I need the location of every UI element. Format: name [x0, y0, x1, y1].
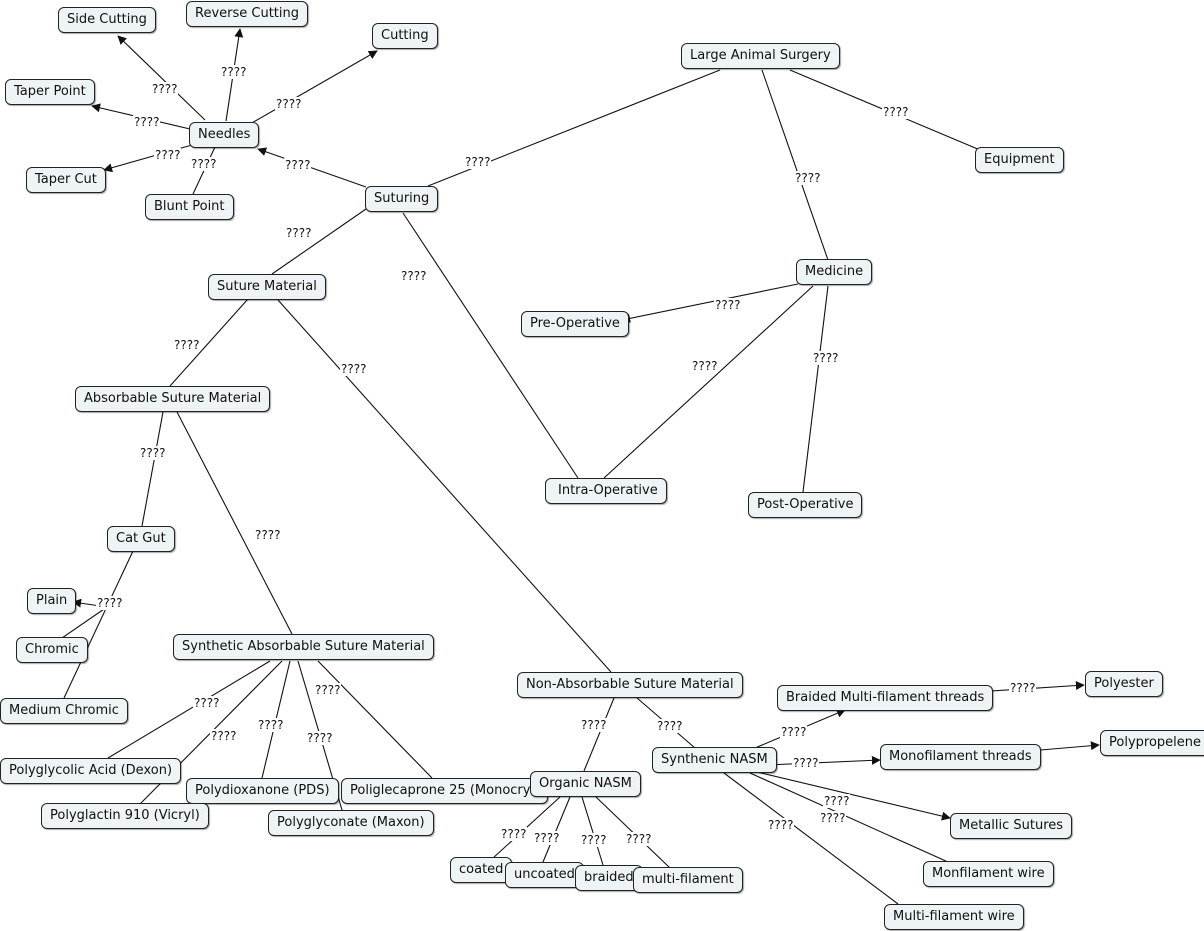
node-chromic[interactable]: Chromic [16, 637, 88, 663]
node-taper-cut[interactable]: Taper Cut [26, 167, 106, 193]
link-label: ???? [823, 794, 851, 808]
link-label: ???? [882, 105, 910, 119]
node-synthetic-absorbable-suture-material[interactable]: Synthetic Absorbable Suture Material [173, 634, 434, 660]
node-pre-operative[interactable]: Pre-Operative [521, 311, 629, 337]
node-suture-material[interactable]: Suture Material [208, 274, 326, 300]
node-plain[interactable]: Plain [27, 588, 77, 614]
link-label: ???? [254, 528, 282, 542]
node-non-absorbable-suture-material[interactable]: Non-Absorbable Suture Material [517, 672, 743, 698]
node-cat-gut[interactable]: Cat Gut [107, 526, 175, 552]
node-medium-chromic[interactable]: Medium Chromic [0, 698, 128, 724]
node-needles[interactable]: Needles [189, 122, 260, 148]
node-medicine[interactable]: Medicine [796, 259, 873, 285]
link-label: ???? [691, 359, 719, 373]
link-label: ???? [794, 171, 822, 185]
node-side-cutting[interactable]: Side Cutting [58, 7, 156, 33]
link-label: ???? [220, 65, 248, 79]
link-label: ???? [340, 362, 368, 376]
node-polyglyconate[interactable]: Polyglyconate (Maxon) [268, 810, 434, 836]
link-label: ???? [151, 82, 179, 96]
link-label: ???? [714, 298, 742, 312]
link-label: ???? [819, 811, 847, 825]
node-taper-point[interactable]: Taper Point [5, 79, 95, 105]
node-monfilament-wire[interactable]: Monfilament wire [923, 861, 1054, 887]
link-label: ???? [625, 832, 653, 846]
node-monofilament-threads[interactable]: Monofilament threads [880, 744, 1041, 770]
link-label: ???? [96, 596, 124, 610]
link-label: ???? [133, 115, 161, 129]
link-label: ???? [780, 725, 808, 739]
node-metallic-sutures[interactable]: Metallic Sutures [950, 813, 1073, 839]
node-uncoated[interactable]: uncoated [505, 862, 584, 888]
link-label: ???? [154, 148, 182, 162]
node-organic-nasm[interactable]: Organic NASM [530, 771, 641, 797]
node-suturing[interactable]: Suturing [365, 186, 439, 212]
link-label: ???? [190, 157, 218, 171]
link-label: ???? [400, 269, 428, 283]
node-braided-multi-filament-threads[interactable]: Braided Multi-filament threads [777, 685, 994, 711]
link-label: ???? [656, 719, 684, 733]
link-label: ???? [792, 756, 820, 770]
link-label: ???? [580, 833, 608, 847]
node-polyglactin[interactable]: Polyglactin 910 (Vicryl) [41, 803, 209, 829]
node-blunt-point[interactable]: Blunt Point [145, 194, 234, 220]
node-polydioxanone[interactable]: Polydioxanone (PDS) [186, 778, 339, 804]
link-label: ???? [580, 718, 608, 732]
node-braided[interactable]: braided [575, 865, 643, 891]
link-label: ???? [257, 718, 285, 732]
link-label: ???? [173, 338, 201, 352]
link-label: ???? [284, 158, 312, 172]
link-label: ???? [812, 351, 840, 365]
link-label: ???? [139, 446, 167, 460]
node-multi-filament[interactable]: multi-filament [633, 867, 743, 893]
node-equipment[interactable]: Equipment [975, 147, 1064, 173]
node-synthenic-nasm[interactable]: Synthenic NASM [652, 747, 777, 773]
node-poliglecaprone[interactable]: Poliglecaprone 25 (Monocryl) [341, 778, 549, 804]
link-label: ???? [306, 731, 334, 745]
node-multi-filament-wire[interactable]: Multi-filament wire [884, 904, 1024, 930]
node-polypropelene[interactable]: Polypropelene [1100, 730, 1204, 756]
node-coated[interactable]: coated [450, 857, 513, 883]
node-polyglycolic-acid[interactable]: Polyglycolic Acid (Dexon) [0, 758, 182, 784]
node-post-operative[interactable]: Post-Operative [748, 492, 863, 518]
link-label: ???? [210, 729, 238, 743]
link-label: ???? [464, 155, 492, 169]
link-label: ???? [767, 818, 795, 832]
link-label: ???? [314, 683, 342, 697]
link-label: ???? [285, 226, 313, 240]
node-absorbable-suture-material[interactable]: Absorbable Suture Material [75, 386, 271, 412]
node-reverse-cutting[interactable]: Reverse Cutting [186, 1, 308, 27]
node-cutting[interactable]: Cutting [372, 23, 438, 49]
link-label: ???? [275, 97, 303, 111]
link-label: ???? [193, 696, 221, 710]
link-label: ???? [533, 831, 561, 845]
node-intra-operative[interactable]: Intra-Operative [545, 478, 667, 504]
link-label: ???? [1009, 681, 1037, 695]
node-polyester[interactable]: Polyester [1085, 671, 1163, 697]
link-label: ???? [500, 827, 528, 841]
node-large-animal-surgery[interactable]: Large Animal Surgery [681, 43, 840, 69]
